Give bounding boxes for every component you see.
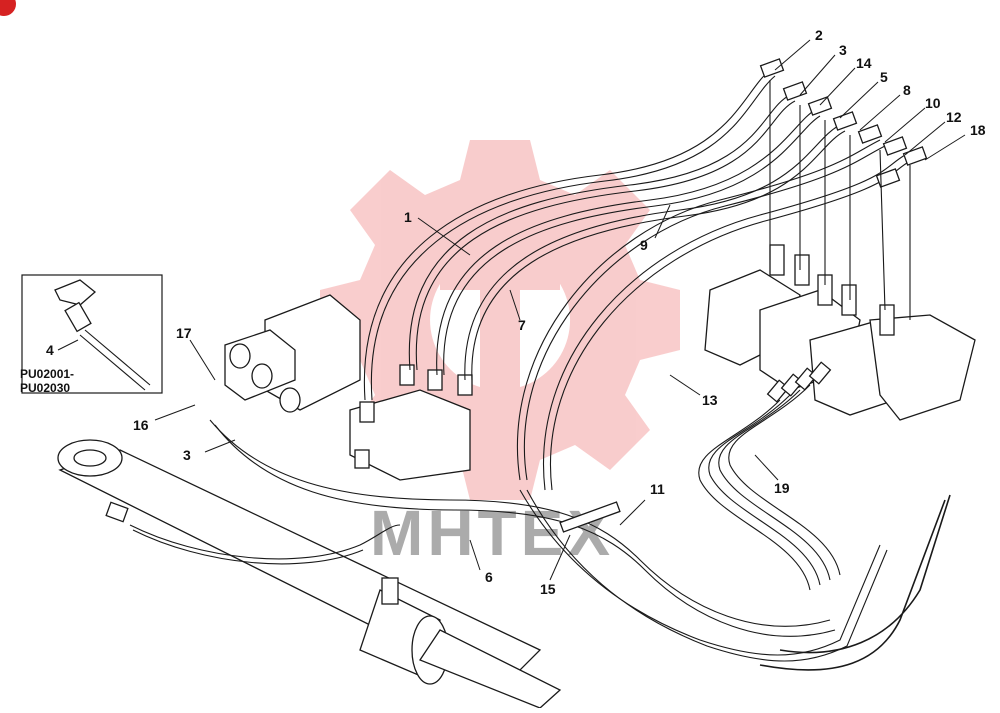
- inset-serial-from: PU02001-: [20, 367, 74, 381]
- hose-bundle-vertical: [769, 80, 911, 320]
- callout-19: 19: [774, 480, 790, 496]
- control-valve-block: [224, 294, 473, 481]
- callout-13: 13: [702, 392, 718, 408]
- callout-9: 9: [640, 237, 648, 253]
- callout-10: 10: [925, 95, 941, 111]
- inset-serial-to: PU02030: [20, 381, 70, 395]
- callout-15: 15: [540, 581, 556, 597]
- hose-bundle-lower: [129, 419, 951, 671]
- callout-14: 14: [856, 55, 872, 71]
- callout-3: 3: [839, 42, 847, 58]
- hose-clamp: [559, 501, 621, 533]
- top-right-fittings: [759, 58, 928, 188]
- hose-loop: [698, 361, 841, 591]
- leader-lines: [57, 39, 966, 581]
- callout-3-lower: 3: [183, 447, 191, 463]
- callout-16: 16: [133, 417, 149, 433]
- callout-17: 17: [176, 325, 192, 341]
- callout-8: 8: [903, 82, 911, 98]
- detail-inset: [21, 274, 163, 394]
- callout-1: 1: [404, 209, 412, 225]
- watermark-text: MHTEX: [370, 497, 614, 569]
- callout-2: 2: [815, 27, 823, 43]
- callout-6: 6: [485, 569, 493, 585]
- callout-11: 11: [650, 481, 665, 497]
- valve-bank-right: [704, 244, 976, 421]
- callout-18: 18: [970, 122, 986, 138]
- callout-5: 5: [880, 69, 888, 85]
- callout-12: 12: [946, 109, 962, 125]
- callout-4: 4: [46, 342, 54, 358]
- callout-7: 7: [518, 317, 526, 333]
- corner-badge-icon: [0, 0, 16, 16]
- hydraulic-cylinder: [57, 439, 562, 709]
